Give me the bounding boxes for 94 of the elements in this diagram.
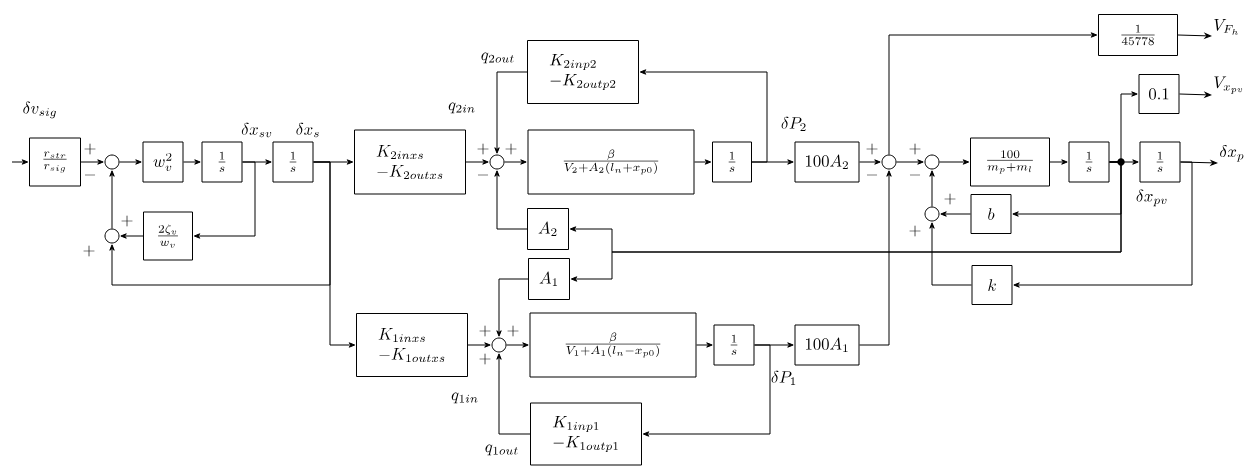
signal-arrow: [570, 161, 1122, 282]
signal-arrow: [313, 161, 356, 348]
output-signal-label: $V_{F_h}$: [1214, 19, 1238, 35]
transfer-function-block: $K_{1inxs}$ $-K_{1outxs}$: [356, 313, 468, 377]
signal-arrow: [193, 161, 256, 239]
sign-label: $+$: [83, 245, 95, 257]
sign-label: $+$: [84, 143, 96, 155]
transfer-function-block: $A_1$: [528, 258, 570, 300]
summing-junction: [924, 154, 940, 170]
transfer-function-block: $\frac{2\zeta_v}{w_v}$: [143, 211, 193, 261]
signal-arrow: [506, 342, 529, 348]
signal-arrow: [494, 170, 528, 230]
transfer-function-block: $K_{2inp2}$ $-K_{2outp2}$: [527, 40, 639, 104]
sign-label: $-$: [84, 174, 96, 176]
signal-arrow: [939, 159, 970, 165]
signal-label: $q_{2out}$: [481, 52, 514, 64]
signal-arrow: [496, 353, 531, 435]
signal-label: $\delta v_{sig}$: [23, 101, 56, 119]
sign-label: $+$: [479, 353, 491, 365]
signal-arrow: [639, 69, 768, 163]
signal-label: $\delta P_1$: [771, 370, 796, 386]
signal-arrow: [183, 159, 201, 165]
transfer-function-block: $w_v^2$: [142, 141, 184, 183]
transfer-function-block: $\frac{\beta}{V_2+A_2(l_n+x_{p0})}$: [527, 129, 695, 195]
sign-label: $+$: [866, 143, 878, 155]
signal-arrow: [80, 159, 104, 165]
sign-label: $-$: [866, 174, 878, 176]
transfer-function-block: $K_{1inp1}$ $-K_{1outp1}$: [530, 402, 642, 466]
summing-junction: [104, 228, 120, 244]
output-signal-label: $V_{x_{pv}}$: [1214, 76, 1243, 94]
output-signal-label: $\delta x_p$: [1220, 145, 1244, 162]
summing-junction: [491, 337, 507, 353]
signal-arrow: [929, 170, 935, 207]
transfer-function-block: $\frac{1}{s}$: [712, 141, 752, 183]
signal-arrow: [694, 159, 712, 165]
signal-arrow: [119, 159, 142, 165]
signal-arrow: [1180, 160, 1218, 166]
sign-label: $+$: [121, 215, 133, 227]
signal-arrow: [467, 342, 491, 348]
signal-arrow: [11, 159, 29, 165]
sign-label: $-$: [909, 174, 921, 176]
signal-label: $q_{2in}$: [448, 102, 475, 114]
signal-arrow: [1049, 159, 1068, 165]
signal-label: $\delta x_{pv}$: [1136, 189, 1167, 207]
summing-junction: [924, 206, 940, 222]
transfer-function-block: $\frac{100}{m_p+m_l}$: [970, 137, 1050, 187]
sign-label: $+$: [479, 325, 491, 337]
transfer-function-block: $100A_1$: [794, 324, 860, 366]
signal-label: $\delta P_2$: [781, 116, 806, 132]
transfer-function-block: $k$: [971, 265, 1013, 305]
signal-arrow: [496, 278, 529, 337]
signal-arrow: [859, 159, 881, 165]
signal-arrow: [109, 170, 115, 229]
signal-arrow: [494, 71, 528, 154]
signal-arrow: [859, 170, 892, 346]
signal-label: $q_{1in}$: [451, 392, 478, 404]
transfer-function-block: $\frac{1}{s}$: [272, 141, 314, 183]
transfer-function-block: $\frac{1}{s}$: [1139, 141, 1181, 183]
summing-junction: [104, 154, 120, 170]
transfer-function-block: $\frac{\beta}{V_1+A_1(l_n-x_{p0})}$: [529, 312, 697, 378]
sign-label: $+$: [505, 143, 517, 155]
signal-arrow: [465, 159, 489, 165]
transfer-function-block: $\frac{1}{45778}$: [1098, 14, 1178, 56]
sign-label: $+$: [909, 143, 921, 155]
signal-arrow: [1013, 161, 1193, 288]
sign-label: $+$: [944, 193, 956, 205]
sign-label: $-$: [477, 174, 489, 176]
signal-label: $\delta x_s$: [296, 122, 319, 138]
summing-junction: [489, 154, 505, 170]
sign-label: $+$: [477, 143, 489, 155]
signal-arrow: [504, 159, 527, 165]
transfer-function-block: $100A_2$: [794, 141, 860, 183]
transfer-function-block: $\frac{1}{s}$: [713, 324, 755, 366]
signal-label: $q_{1out}$: [485, 444, 518, 456]
signal-arrow: [888, 32, 1098, 155]
summing-junction: [881, 154, 897, 170]
sign-label: $+$: [507, 325, 519, 337]
signal-arrow: [1177, 33, 1212, 39]
transfer-function-block: $\frac{1}{s}$: [201, 141, 243, 183]
signal-arrow: [896, 159, 924, 165]
transfer-function-block: $K_{2inxs}$ $-K_{2outxs}$: [354, 129, 466, 195]
signal-label: $\delta x_{sv}$: [241, 122, 272, 138]
transfer-function-block: $\frac{1}{s}$: [1068, 141, 1110, 183]
sign-label: $+$: [909, 225, 921, 237]
signal-arrow: [696, 342, 713, 348]
signal-arrow: [929, 222, 972, 286]
transfer-function-block: $0.1$: [1138, 74, 1180, 114]
transfer-function-block: $b$: [970, 194, 1012, 234]
transfer-function-block: $A_2$: [527, 208, 569, 250]
signal-arrow: [940, 211, 971, 217]
transfer-function-block: $\frac{r_{str}}{r_{sig}}$: [29, 137, 81, 187]
signal-arrow: [120, 233, 144, 239]
signal-arrow: [642, 344, 771, 437]
signal-arrow: [1179, 92, 1212, 98]
